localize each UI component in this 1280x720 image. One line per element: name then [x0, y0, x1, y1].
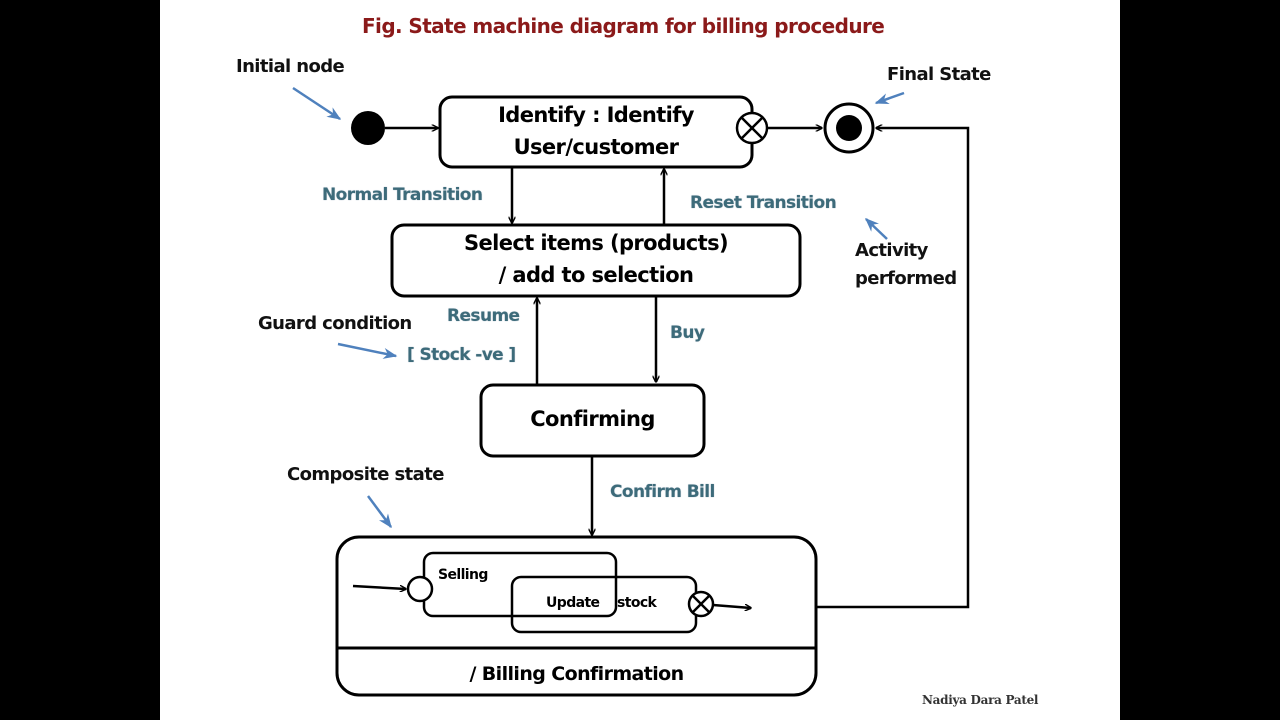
callout-arrow-activity: [864, 218, 888, 240]
callout-arrow-final-state: [874, 91, 905, 105]
callout-activity-line1: Activity: [855, 240, 928, 261]
arrow-composite-entry: [352, 584, 406, 589]
exit-point-identify-icon: [735, 111, 769, 145]
state-identify-label-line2: User/customer: [513, 135, 679, 159]
composite-billing-confirmation-label: / Billing Confirmation: [469, 663, 684, 685]
diagram-title: Fig. State machine diagram for billing p…: [362, 14, 885, 38]
entry-point-icon: [406, 575, 434, 603]
state-select-label-line2: / add to selection: [498, 263, 694, 287]
substate-selling-label: Selling: [438, 567, 488, 583]
transition-reset-label: Reset Transition: [690, 193, 837, 213]
state-select-label-line1: Select items (products): [464, 231, 729, 255]
arrow-composite-to-final: [817, 128, 970, 609]
callout-guard-condition: Guard condition: [258, 313, 412, 334]
author-credit: Nadiya Dara Patel: [922, 693, 1039, 707]
transition-guard-label: [ Stock -ve ]: [407, 345, 516, 365]
initial-node[interactable]: [351, 111, 385, 145]
callout-arrow-guard: [337, 342, 398, 359]
callout-arrow-initial-node: [292, 86, 342, 121]
state-confirming-label: Confirming: [530, 407, 655, 431]
final-state-node[interactable]: [823, 102, 875, 154]
transition-buy-label: Buy: [670, 323, 705, 343]
transition-normal-label: Normal Transition: [322, 185, 483, 205]
transition-confirm-bill-label: Confirm Bill: [610, 482, 715, 502]
callout-initial-node: Initial node: [236, 56, 345, 77]
arrow-composite-exit: [712, 603, 751, 608]
state-identify-label-line1: Identify : Identify: [498, 103, 694, 127]
state-confirming[interactable]: [479, 383, 706, 458]
callout-arrow-composite: [366, 495, 393, 529]
substate-update-label: Update: [546, 595, 600, 611]
transition-resume-label: Resume: [447, 306, 520, 326]
substate-stock-label: stock: [617, 595, 657, 611]
callout-composite-state: Composite state: [287, 464, 444, 485]
state-select-items[interactable]: [390, 223, 802, 298]
callout-activity-line2: performed: [855, 268, 957, 289]
callout-final-state: Final State: [887, 64, 991, 85]
exit-point-composite-icon: [687, 590, 715, 618]
